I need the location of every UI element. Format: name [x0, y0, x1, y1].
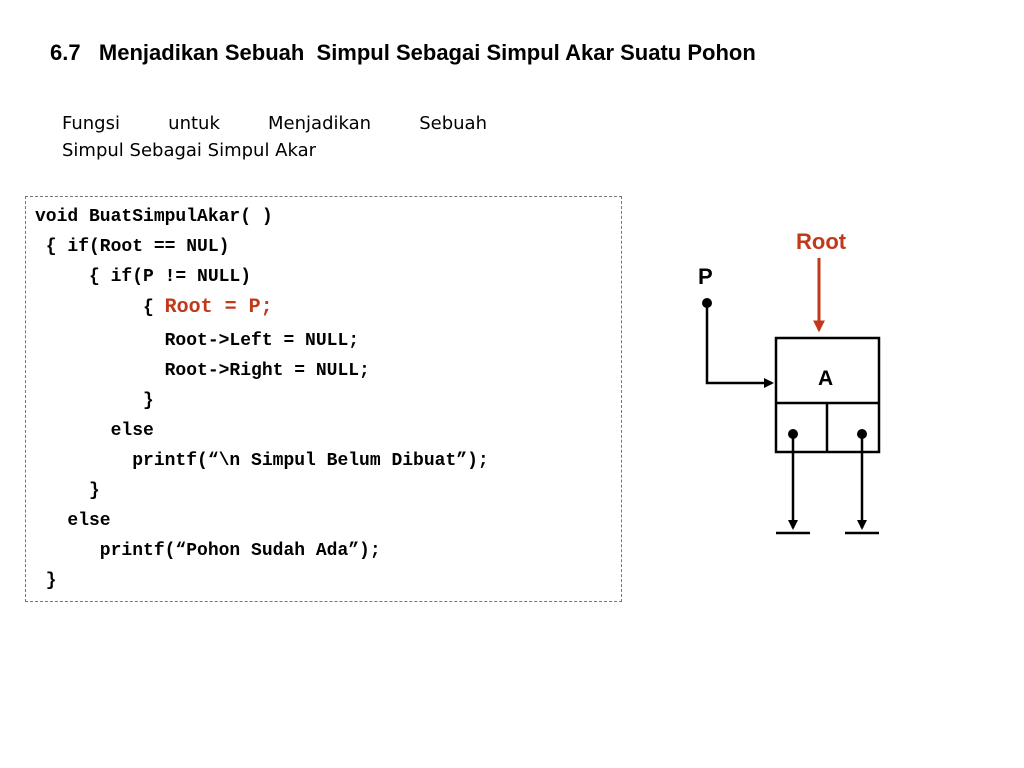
root-label: Root [796, 229, 847, 254]
code-line: { if(P != NULL) [35, 267, 252, 287]
subtitle-line-1: Fungsi untuk Menjadikan Sebuah [62, 110, 487, 137]
subtitle: Fungsi untuk Menjadikan Sebuah Simpul Se… [62, 110, 487, 164]
node-a-label: A [818, 367, 834, 390]
subtitle-line-2: Simpul Sebagai Simpul Akar [62, 140, 317, 161]
slide-title: 6.7 Menjadikan Sebuah Simpul Sebagai Sim… [50, 40, 756, 65]
code-line: printf(“Pohon Sudah Ada”); [35, 541, 381, 561]
subtitle-word: Fungsi [62, 113, 120, 134]
code-line: Root->Right = NULL; [35, 361, 370, 381]
subtitle-word: Sebuah [419, 113, 487, 134]
code-line: } [35, 391, 154, 411]
code-line: else [35, 421, 154, 441]
code-box: void BuatSimpulAkar( ) { if(Root == NUL)… [25, 196, 622, 602]
pointer-p-label: P [698, 264, 713, 289]
code-line: printf(“\n Simpul Belum Dibuat”); [35, 451, 489, 471]
subtitle-word: Menjadikan [268, 113, 372, 134]
code-line: Root->Left = NULL; [35, 331, 360, 351]
code-line: else [35, 511, 111, 531]
code-line: { if(Root == NUL) [35, 237, 230, 257]
p-pointer-arrow [705, 303, 774, 388]
code-line: { Root = P; [35, 296, 273, 319]
code-line: void BuatSimpulAkar( ) [35, 207, 273, 227]
code-line: } [35, 481, 100, 501]
code-line: } [35, 571, 57, 591]
subtitle-word: untuk [168, 113, 220, 134]
highlighted-code: Root = P; [164, 296, 273, 319]
